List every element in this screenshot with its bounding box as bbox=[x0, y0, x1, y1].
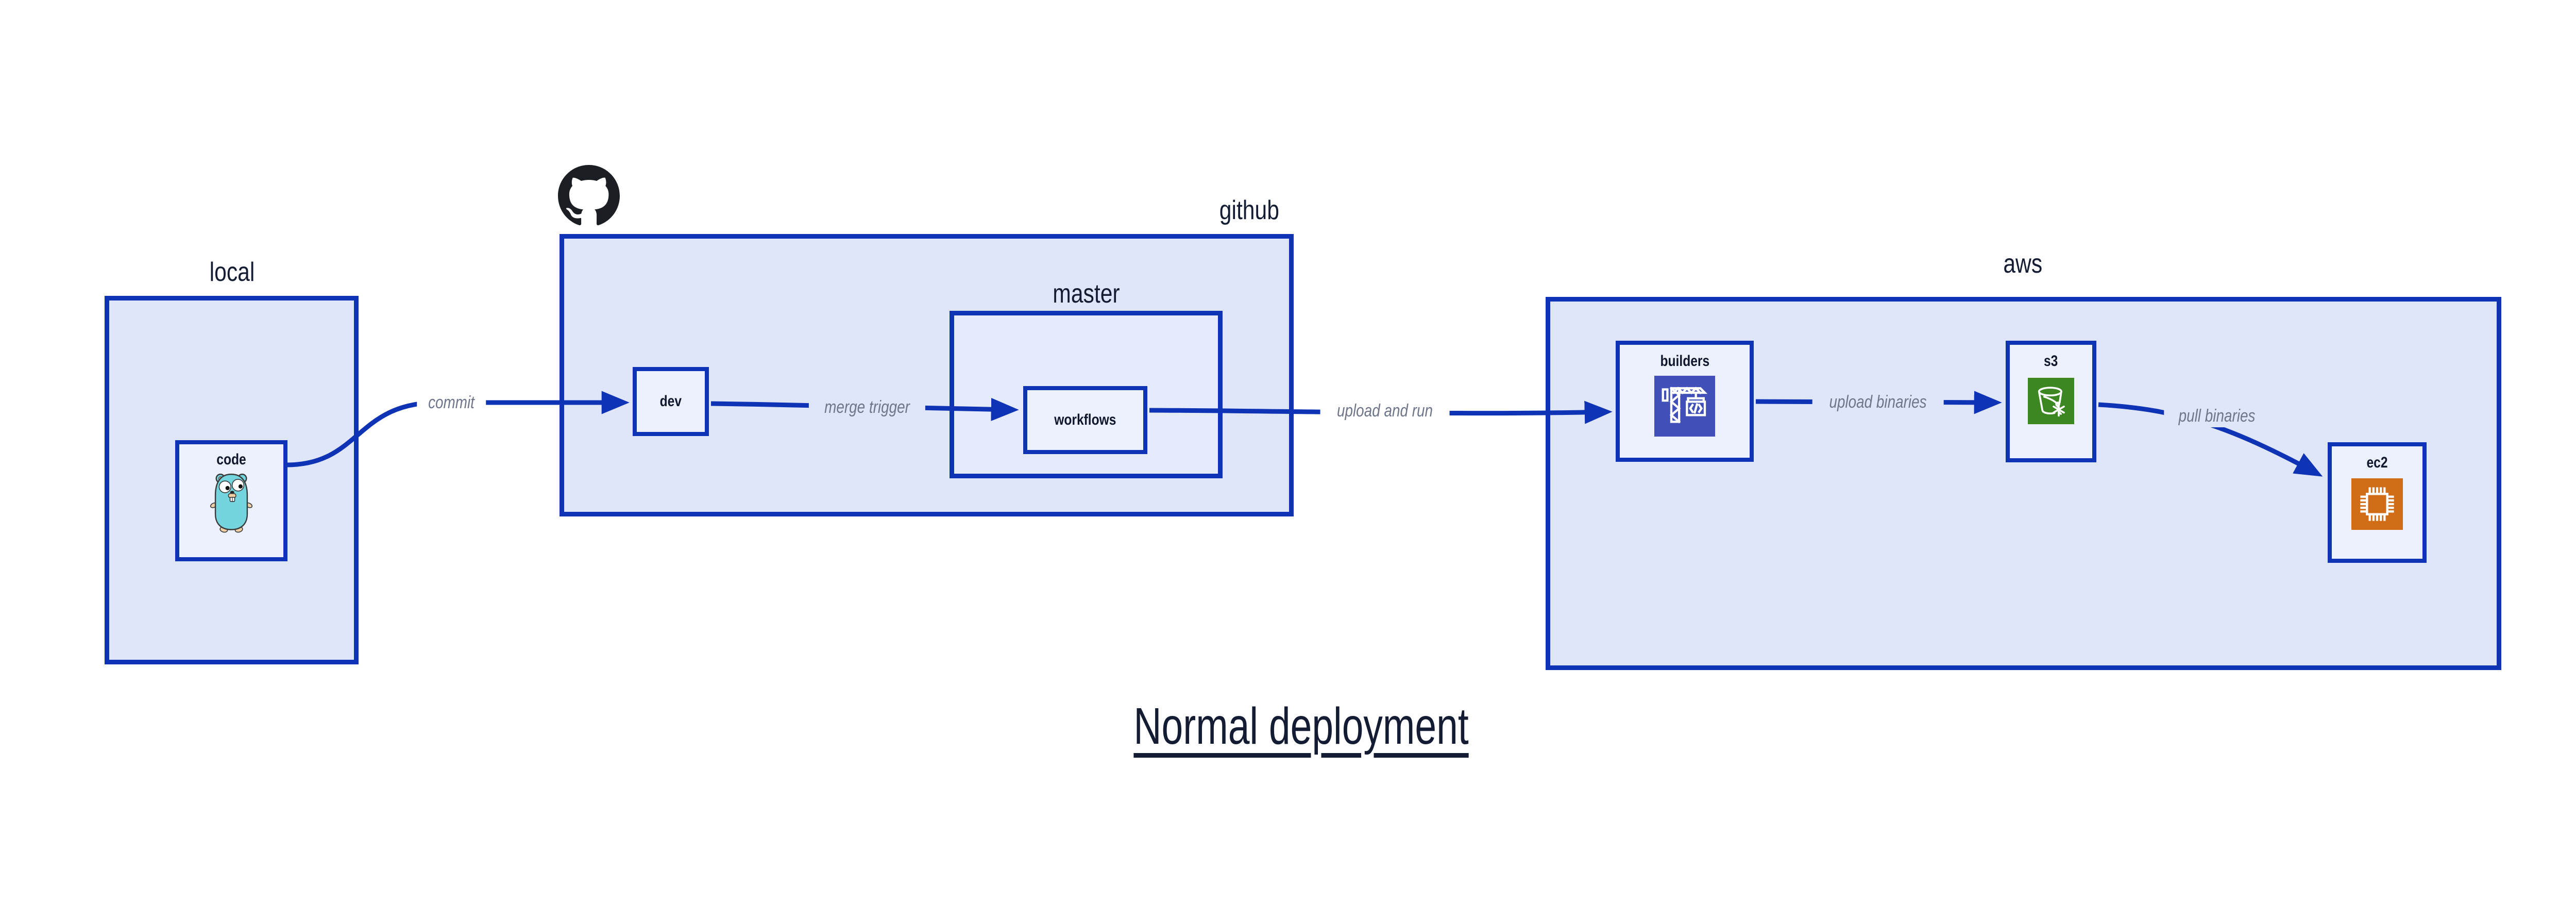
cpu-chip-icon bbox=[2351, 478, 2403, 530]
node-label-code: code bbox=[216, 451, 246, 468]
edge-label-upload-binaries: upload binaries bbox=[1812, 391, 1944, 413]
group-label-local: local bbox=[209, 257, 255, 287]
node-builders: builders bbox=[1616, 341, 1754, 462]
go-gopher-icon bbox=[210, 470, 253, 536]
node-s3: s3 bbox=[2006, 341, 2096, 462]
github-octocat-icon bbox=[557, 165, 620, 229]
edge-label-merge-trigger: merge trigger bbox=[808, 396, 926, 419]
crane-build-icon bbox=[1654, 376, 1715, 437]
edge-label-commit: commit bbox=[417, 391, 486, 414]
node-workflows: workflows bbox=[1023, 386, 1147, 454]
group-label-master: master bbox=[1052, 279, 1120, 309]
group-label-github: github bbox=[1219, 195, 1280, 225]
node-label-dev: dev bbox=[659, 393, 682, 410]
node-code: code bbox=[175, 440, 287, 561]
node-label-builders: builders bbox=[1660, 353, 1709, 370]
node-ec2: ec2 bbox=[2328, 442, 2427, 563]
node-dev: dev bbox=[633, 367, 709, 436]
node-label-workflows: workflows bbox=[1054, 411, 1116, 428]
node-label-s3: s3 bbox=[2044, 353, 2058, 370]
node-label-ec2: ec2 bbox=[2366, 454, 2388, 471]
bucket-snowflake-icon bbox=[2028, 378, 2074, 424]
group-label-aws: aws bbox=[2003, 249, 2042, 279]
edge-label-upload-and-run: upload and run bbox=[1320, 399, 1450, 422]
diagram-title: Normal deployment bbox=[1133, 697, 1469, 755]
edge-label-pull-binaries: pull binaries bbox=[2164, 405, 2270, 427]
